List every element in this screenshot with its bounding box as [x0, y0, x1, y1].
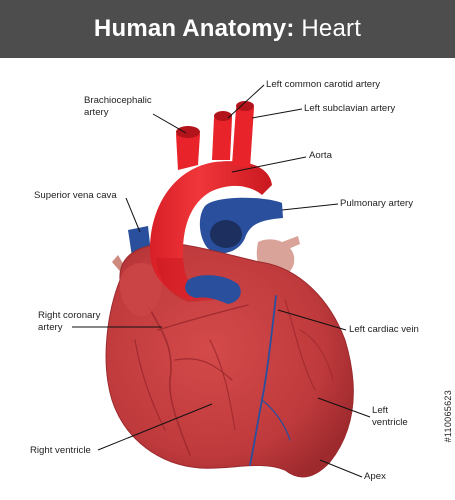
heart-muscle	[105, 243, 354, 478]
label-left-cardiac-vein: Left cardiac vein	[349, 324, 419, 335]
label-left-common-carotid-artery: Left common carotid artery	[266, 79, 381, 90]
label-apex: Apex	[364, 471, 386, 482]
coronary-vessels	[134, 295, 334, 466]
label-pulmonary-artery: Pulmonary artery	[340, 198, 414, 209]
pulmonary-vein	[185, 275, 241, 304]
leader-lines	[72, 84, 371, 478]
pulmonary-artery	[199, 197, 283, 254]
label-left-ventricle: Left ventricle	[372, 405, 408, 428]
label-superior-vena-cava: Superior vena cava	[34, 190, 117, 201]
label-brachiocephalic-artery: Brachiocephalic artery	[84, 95, 152, 118]
label-left-subclavian-artery: Left subclavian artery	[304, 103, 396, 114]
label-right-ventricle: Right ventricle	[30, 445, 91, 456]
title-light: Heart	[294, 15, 362, 42]
label-right-coronary-artery: Right coronary artery	[38, 310, 101, 333]
stock-id: #110065623	[443, 390, 453, 443]
title-bold: Human Anatomy:	[93, 15, 295, 42]
title-bar: Human Anatomy: Heart	[0, 0, 455, 58]
right-atrium	[119, 262, 163, 317]
label-aorta: Aorta	[309, 150, 332, 161]
aorta	[150, 101, 272, 302]
page-title: Human Anatomy: Heart	[94, 15, 361, 43]
